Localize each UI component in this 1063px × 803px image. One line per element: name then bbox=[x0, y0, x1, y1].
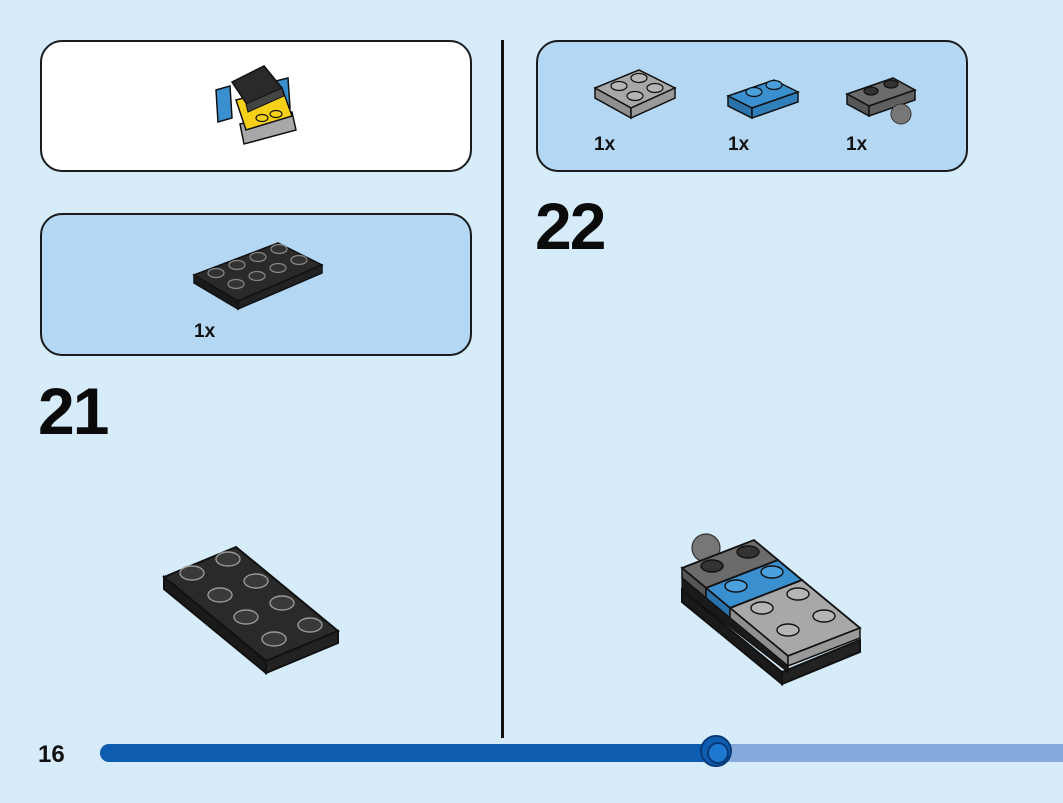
build-progress-bar bbox=[100, 735, 1063, 767]
step-number: 21 bbox=[38, 374, 109, 448]
part-quantity: 1x bbox=[594, 134, 616, 155]
parts-list-panel-step-21: 1x bbox=[40, 213, 472, 356]
step-number: 22 bbox=[535, 189, 606, 263]
page-number: 16 bbox=[38, 741, 65, 768]
build-progress-fill bbox=[100, 744, 716, 762]
part-quantity: 1x bbox=[728, 134, 750, 155]
part-quantity: 1x bbox=[194, 321, 216, 342]
part-quantity: 1x bbox=[846, 134, 868, 155]
light-gray-plate-2x2-part-image bbox=[593, 69, 677, 120]
model-preview-panel bbox=[40, 40, 472, 172]
black-plate-2x4-part-image bbox=[192, 242, 324, 311]
dark-gray-plate-1x2-with-ball-part-image bbox=[845, 77, 917, 125]
step-21-assembly-image bbox=[162, 545, 340, 676]
vehicle-model-preview-image bbox=[215, 65, 297, 145]
blue-plate-1x2-part-image bbox=[726, 79, 800, 120]
parts-list-panel-step-22: 1x 1x 1x bbox=[536, 40, 968, 172]
column-divider bbox=[501, 40, 504, 738]
build-progress-marker bbox=[700, 735, 732, 767]
step-22-assembly-image bbox=[680, 533, 862, 687]
